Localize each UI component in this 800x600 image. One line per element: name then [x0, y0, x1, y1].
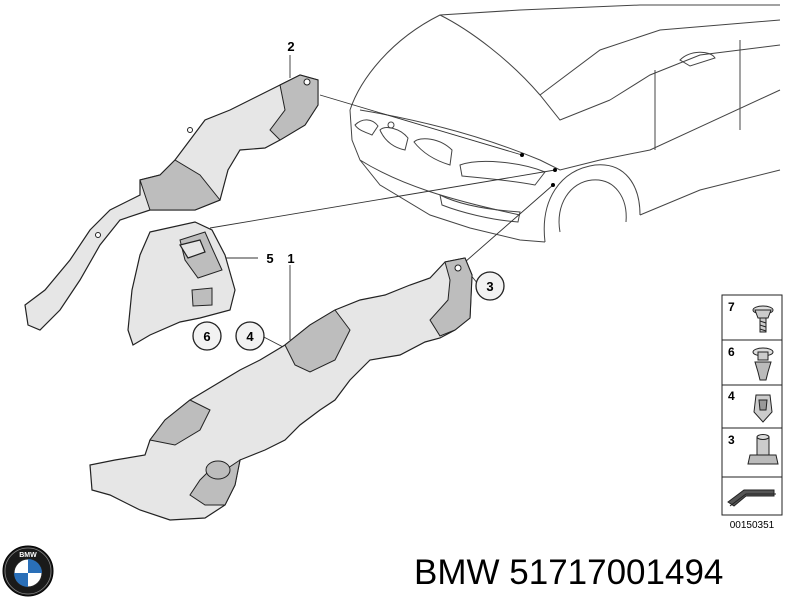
arrow-icon [727, 489, 776, 507]
callout-6: 6 [192, 321, 222, 351]
callout-3: 3 [475, 271, 505, 301]
plastic-nut-icon [747, 434, 779, 465]
part-2-wheel-arch-cover-upper [24, 74, 319, 331]
legend-number-4: 4 [728, 389, 735, 403]
svg-text:BMW: BMW [19, 552, 37, 559]
screw-icon [752, 305, 774, 333]
part-1-wheel-arch-cover-lower [89, 257, 473, 521]
svg-text:5: 5 [266, 251, 273, 266]
callout-1: 1 [287, 251, 294, 266]
svg-text:2: 2 [287, 39, 294, 54]
legend-number-3: 3 [728, 433, 735, 447]
svg-text:4: 4 [246, 329, 254, 344]
part-5-bracket [127, 221, 236, 346]
fastener-legend: 7 6 4 3 0 [721, 294, 783, 531]
bmw-logo: BMW [2, 545, 54, 597]
callout-5: 5 [266, 251, 273, 266]
diagram-reference-number: 00150351 [730, 520, 775, 531]
leader-lines [209, 55, 557, 349]
legend-number-6: 6 [728, 345, 735, 359]
svg-text:3: 3 [486, 279, 493, 294]
part-number-caption: BMW 51717001494 [414, 553, 723, 592]
callout-4: 4 [235, 321, 265, 351]
legend-number-7: 7 [728, 300, 735, 314]
clip-nut-icon [753, 394, 773, 423]
svg-text:1: 1 [287, 251, 294, 266]
expanding-rivet-icon [752, 347, 774, 381]
svg-text:6: 6 [203, 329, 210, 344]
callout-2: 2 [287, 39, 294, 54]
